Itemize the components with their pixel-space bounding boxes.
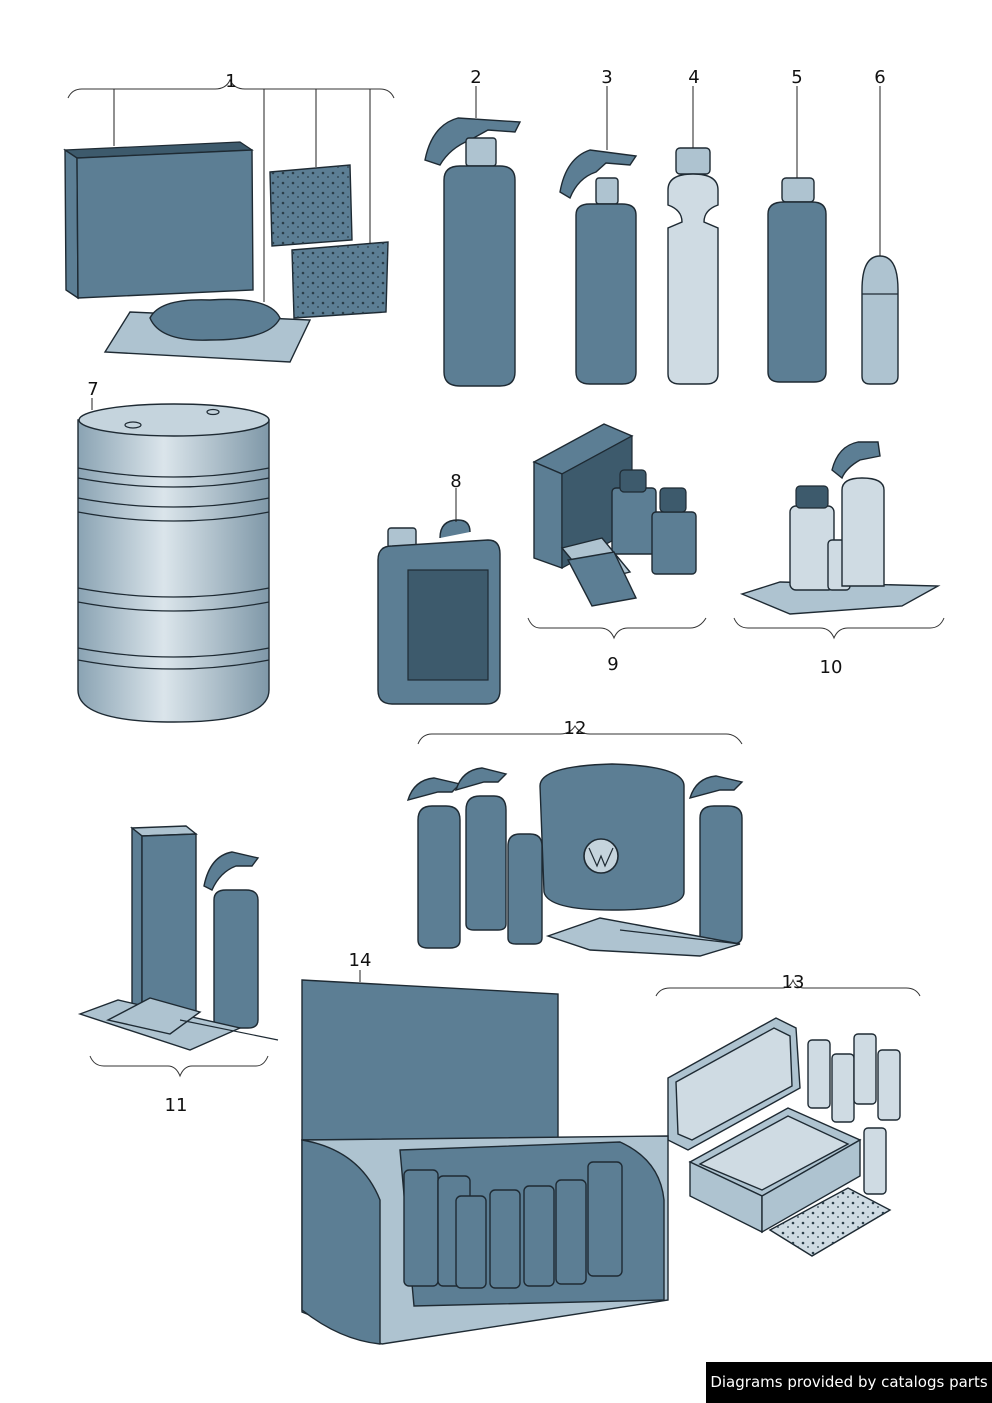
- item-12-gift-set[interactable]: [406, 763, 744, 957]
- callout-7[interactable]: 7: [87, 379, 98, 400]
- callout-14[interactable]: 14: [349, 950, 372, 971]
- item-3-spray-bottle[interactable]: [559, 149, 638, 385]
- item-11-care-set[interactable]: [77, 825, 279, 1051]
- callout-1[interactable]: 1: [225, 71, 236, 92]
- callout-2[interactable]: 2: [470, 67, 481, 88]
- item-1-cleaning-cloth-set[interactable]: [63, 141, 389, 363]
- item-2-spray-bottle[interactable]: [424, 117, 522, 387]
- item-5-bottle[interactable]: [767, 177, 827, 383]
- callout-13[interactable]: 13: [782, 972, 805, 993]
- display-bottles-left: [403, 1161, 623, 1289]
- callout-6[interactable]: 6: [874, 67, 885, 88]
- item-13-storage-box-kit[interactable]: [667, 1017, 901, 1257]
- callout-9[interactable]: 9: [607, 654, 618, 675]
- callout-8[interactable]: 8: [450, 471, 461, 492]
- item-4-bottle[interactable]: [667, 147, 719, 385]
- callout-5[interactable]: 5: [791, 67, 802, 88]
- item-6-bottle[interactable]: [861, 255, 899, 385]
- item-8-canister[interactable]: [377, 519, 501, 705]
- item-9-care-kit[interactable]: [532, 423, 697, 607]
- callout-4[interactable]: 4: [688, 67, 699, 88]
- callout-12[interactable]: 12: [564, 718, 587, 739]
- footer-credit-badge: Diagrams provided by catalogs parts: [706, 1362, 992, 1403]
- callout-3[interactable]: 3: [601, 67, 612, 88]
- item-10-care-kit[interactable]: [739, 441, 941, 615]
- callout-11[interactable]: 11: [165, 1095, 188, 1116]
- item-7-drum[interactable]: [77, 403, 270, 723]
- item-14-display-stand[interactable]: [301, 979, 669, 1345]
- callout-10[interactable]: 10: [820, 657, 843, 678]
